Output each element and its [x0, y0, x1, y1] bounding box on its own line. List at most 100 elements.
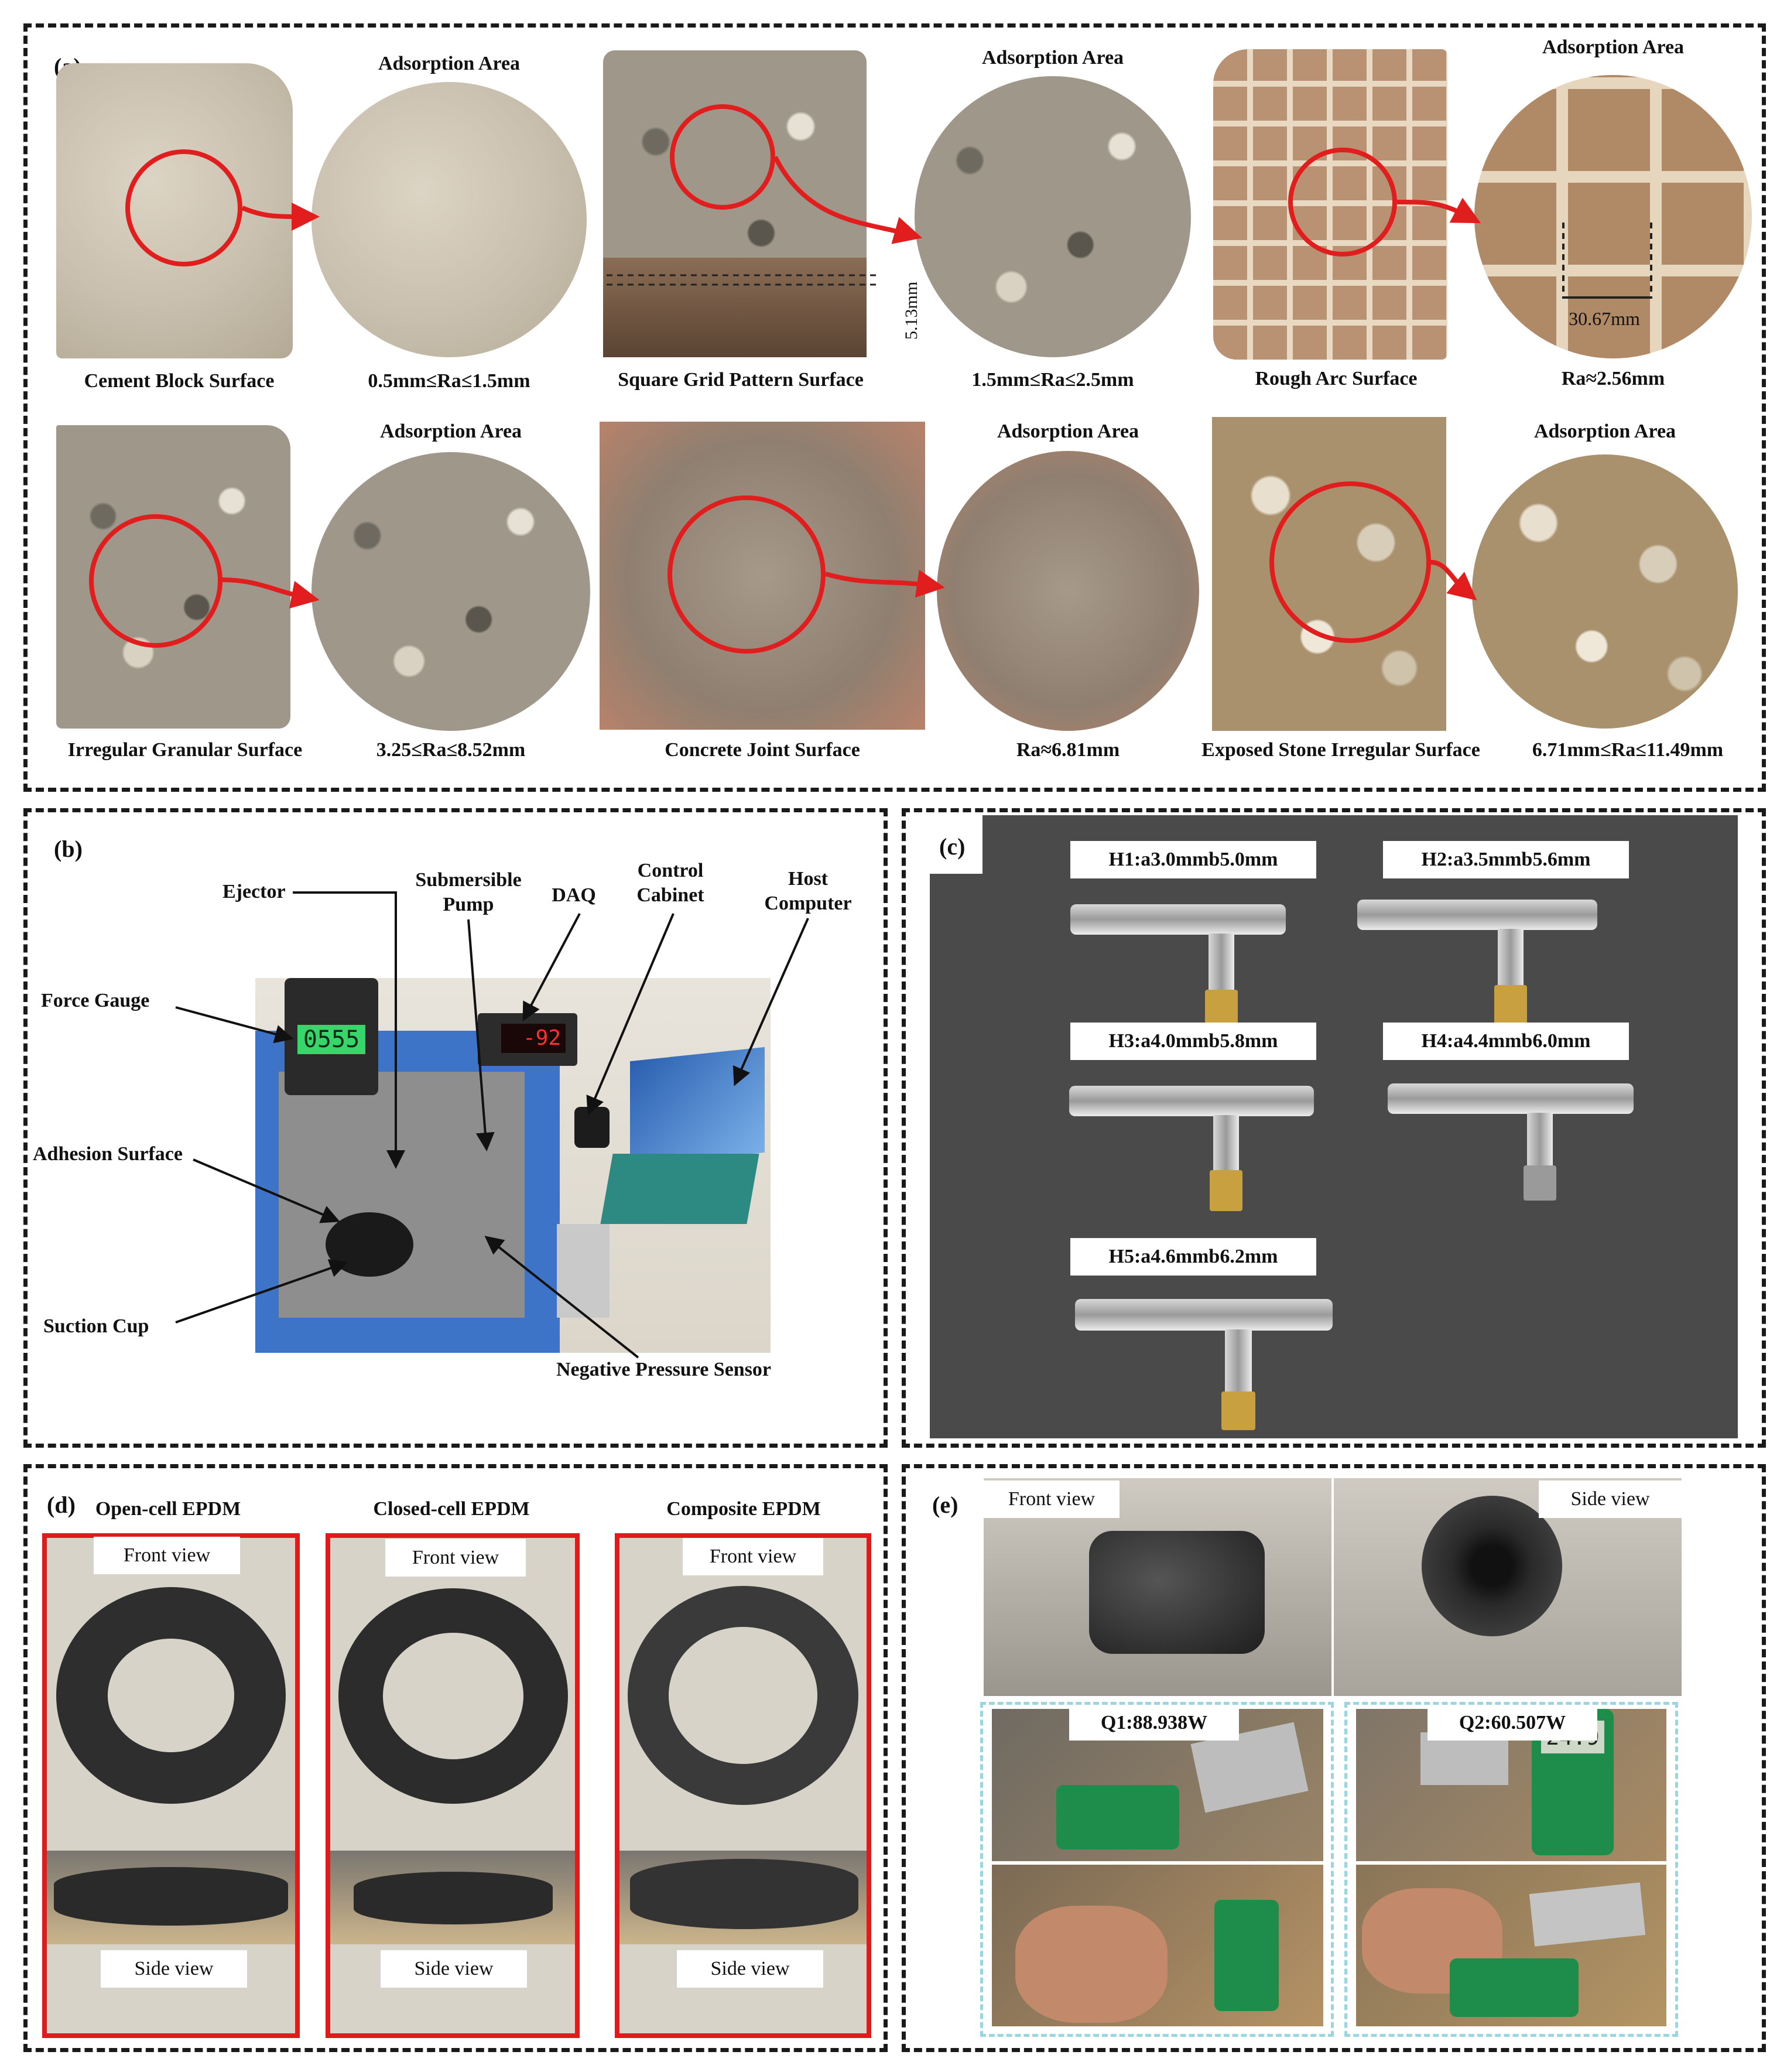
- surface-roughness: 6.71mm≤Ra≤11.49mm: [1532, 739, 1724, 761]
- surface-roughness: Ra≈6.81mm: [1016, 739, 1120, 761]
- multimeter: [1214, 1900, 1279, 2011]
- connector-arrow: [773, 156, 923, 244]
- adsorption-area-granular: [311, 452, 590, 731]
- ejector-stem: [1527, 1113, 1553, 1171]
- material-name: Open-cell EPDM: [95, 1498, 241, 1520]
- ejector-body: [1069, 1086, 1314, 1116]
- connector-arrow: [222, 577, 320, 609]
- power-supply: [557, 1224, 610, 1318]
- ejector-fitting: [1221, 1391, 1255, 1430]
- surface-roughness: 1.5mm≤Ra≤2.5mm: [971, 369, 1134, 391]
- surface-name: Irregular Granular Surface: [67, 739, 303, 761]
- adsorption-area-joint: [937, 451, 1199, 731]
- ejector-fitting: [1524, 1165, 1556, 1201]
- callout-suction-cup: Suction Cup: [43, 1315, 149, 1337]
- connector-arrow: [241, 202, 320, 231]
- material-name: Composite EPDM: [666, 1498, 821, 1520]
- callout-pump-line2: Pump: [443, 894, 494, 915]
- highlight-circle: [1269, 481, 1431, 643]
- callout-force-gauge: Force Gauge: [41, 990, 150, 1011]
- q2-measure-photo-bottom: [1356, 1865, 1666, 2026]
- front-view-label: Front view: [94, 1537, 240, 1574]
- pump-side-photo: [1334, 1478, 1682, 1696]
- front-view-label: Front view: [385, 1539, 526, 1577]
- ejector-stem: [1225, 1329, 1252, 1394]
- panel-c-label-box: [930, 815, 982, 874]
- pump-q2-frame: [1344, 1702, 1678, 2037]
- ejector-body: [1070, 904, 1286, 935]
- panel-c-label: (c): [939, 833, 966, 860]
- adsorption-area-stone: [1472, 454, 1738, 729]
- connector-arrow: [824, 569, 945, 598]
- surface-name: Cement Block Surface: [84, 370, 275, 392]
- front-view-label: Front view: [683, 1538, 823, 1575]
- force-gauge: 0555: [285, 978, 378, 1095]
- daq-unit: -92: [478, 1013, 577, 1066]
- material-name: Closed-cell EPDM: [373, 1498, 530, 1520]
- side-view-label: Side view: [381, 1950, 527, 1988]
- ejector-label: H4:a4.4mmb6.0mm: [1383, 1023, 1629, 1060]
- power-supply: [1420, 1732, 1508, 1785]
- pump-q1-frame: [980, 1702, 1334, 2037]
- panel-b-label: (b): [54, 836, 83, 862]
- q1-measure-photo-bottom: [992, 1865, 1323, 2026]
- ejector-label: H3:a4.0mmb5.8mm: [1070, 1023, 1316, 1060]
- callout-adhesion-surface: Adhesion Surface: [33, 1143, 183, 1165]
- surface-name: Exposed Stone Irregular Surface: [1201, 739, 1480, 761]
- panel-e-label: (e): [932, 1492, 958, 1518]
- panel-a-arrows: [222, 156, 1652, 609]
- adsorption-area-arc: [1474, 75, 1752, 358]
- front-view-label: Front view: [984, 1481, 1120, 1518]
- pump-power-label: Q2:60.507W: [1427, 1705, 1597, 1741]
- highlight-circle: [125, 149, 242, 266]
- callout-cabinet-line2: Cabinet: [636, 884, 704, 906]
- width-annotation: 30.67mm: [1569, 308, 1640, 329]
- ring-side-composite: [630, 1859, 858, 1929]
- panel-a: [23, 23, 1766, 792]
- hands: [1015, 1906, 1168, 2023]
- square-grid-side-photo: [603, 258, 867, 357]
- side-view-label: Side view: [1539, 1481, 1682, 1518]
- ejector-fitting: [1210, 1170, 1242, 1211]
- surface-name: Rough Arc Surface: [1255, 368, 1418, 389]
- ejector-stem: [1498, 929, 1524, 987]
- panel-c: [902, 808, 1766, 1448]
- surface-roughness: 0.5mm≤Ra≤1.5mm: [368, 370, 530, 392]
- ejector-body: [1388, 1083, 1634, 1114]
- adsorption-area-title: Adsorption Area: [981, 47, 1124, 69]
- power-supply: [1529, 1882, 1646, 1947]
- callout-cabinet-line1: Control: [637, 860, 704, 881]
- pump-body: [1089, 1531, 1265, 1654]
- ejector-label: H5:a4.6mmb6.2mm: [1070, 1238, 1316, 1276]
- callout-pump-line1: Submersible: [415, 869, 522, 891]
- ring-front-closed-cell: [338, 1588, 568, 1804]
- callout-host-line1: Host: [788, 868, 828, 890]
- multimeter: [1056, 1785, 1179, 1849]
- ring-front-composite: [628, 1586, 858, 1805]
- pump-impeller-housing: [1422, 1496, 1562, 1636]
- adsorption-area-title: Adsorption Area: [378, 53, 521, 74]
- daq-display: -92: [501, 1024, 566, 1053]
- ejector-body: [1357, 900, 1597, 930]
- panel-b-leader-lines: [175, 891, 809, 1359]
- highlight-circle: [670, 104, 775, 210]
- panel-e: [902, 1464, 1766, 2052]
- ejector-label: H1:a3.0mmb5.0mm: [1070, 841, 1316, 878]
- gauge-display: 0555: [297, 1025, 365, 1054]
- surface-roughness: Ra≈2.56mm: [1561, 368, 1665, 389]
- callout-host-line2: Computer: [764, 893, 852, 914]
- adsorption-area-grid: [915, 76, 1191, 357]
- ring-side-closed-cell: [354, 1872, 553, 1924]
- adsorption-area-title: Adsorption Area: [1533, 420, 1676, 442]
- adsorption-area-cement: [311, 82, 587, 357]
- side-view-label: Side view: [677, 1950, 823, 1988]
- side-view-label: Side view: [101, 1950, 247, 1988]
- ejector-label: H2:a3.5mmb5.6mm: [1383, 841, 1629, 878]
- ring-front-open-cell: [56, 1587, 286, 1804]
- callout-ejector: Ejector: [222, 881, 286, 902]
- adsorption-area-title: Adsorption Area: [997, 420, 1139, 442]
- ejector-set-photo: [930, 815, 1738, 1438]
- panel-d-label: (d): [47, 1492, 76, 1518]
- q2-measure-photo-top: 24.9: [1356, 1709, 1666, 1861]
- connector-arrow: [1430, 560, 1477, 601]
